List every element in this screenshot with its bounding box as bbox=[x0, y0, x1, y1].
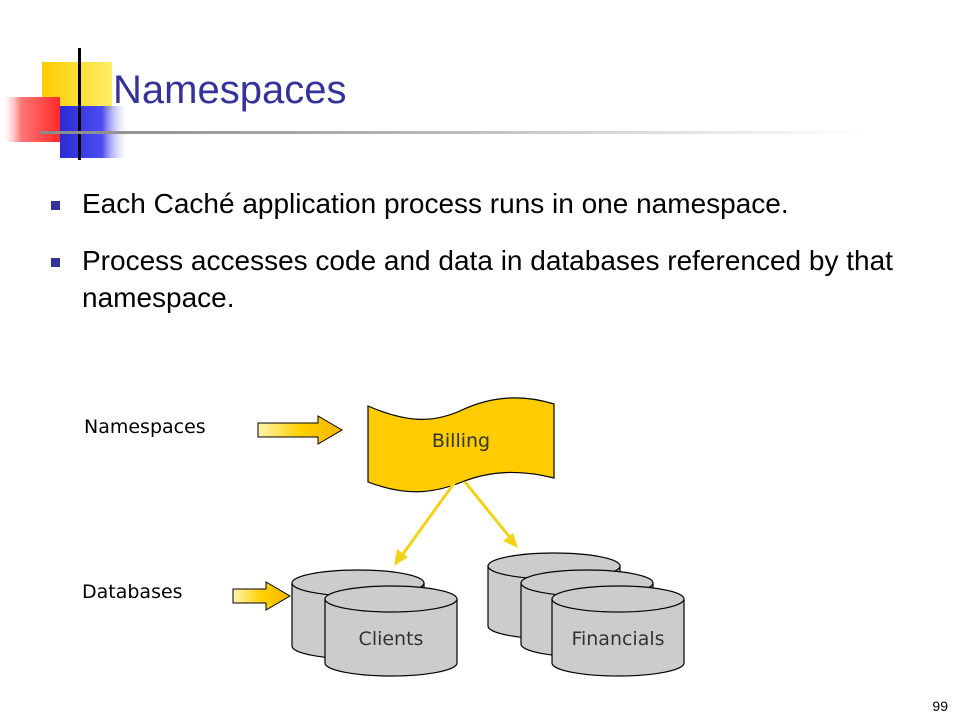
billing-namespace-shape bbox=[367, 397, 555, 493]
clients-label: Clients bbox=[359, 628, 424, 650]
page-title: Namespaces bbox=[113, 68, 347, 112]
page-number: 99 bbox=[932, 698, 948, 714]
connector-to-clients bbox=[398, 481, 457, 559]
financials-label: Financials bbox=[571, 628, 664, 650]
bullet-item-2: Process accesses code and data in databa… bbox=[45, 242, 905, 316]
connector-to-clients-arrowhead bbox=[394, 549, 408, 566]
database-cylinder bbox=[551, 585, 685, 677]
connector-to-financials bbox=[463, 481, 514, 541]
connector-to-financials-arrowhead bbox=[503, 533, 518, 548]
deco-red-square bbox=[0, 97, 60, 142]
bullet-square-icon bbox=[51, 258, 60, 267]
title-divider bbox=[40, 131, 870, 134]
bullet-square-icon bbox=[51, 201, 60, 210]
databases-arrow bbox=[232, 581, 291, 611]
namespaces-arrow bbox=[257, 415, 343, 445]
bullet-item-1: Each Caché application process runs in o… bbox=[45, 185, 905, 222]
bullet-text-1: Each Caché application process runs in o… bbox=[82, 188, 789, 219]
financials-database-stack bbox=[487, 552, 685, 677]
billing-label: Billing bbox=[432, 430, 490, 452]
databases-label: Databases bbox=[82, 581, 183, 603]
namespaces-label: Namespaces bbox=[84, 416, 206, 438]
bullet-list: Each Caché application process runs in o… bbox=[45, 185, 905, 336]
bullet-text-2: Process accesses code and data in databa… bbox=[82, 245, 893, 313]
deco-vertical-line bbox=[78, 48, 81, 160]
database-cylinder bbox=[324, 585, 458, 677]
clients-database-stack bbox=[291, 569, 458, 677]
